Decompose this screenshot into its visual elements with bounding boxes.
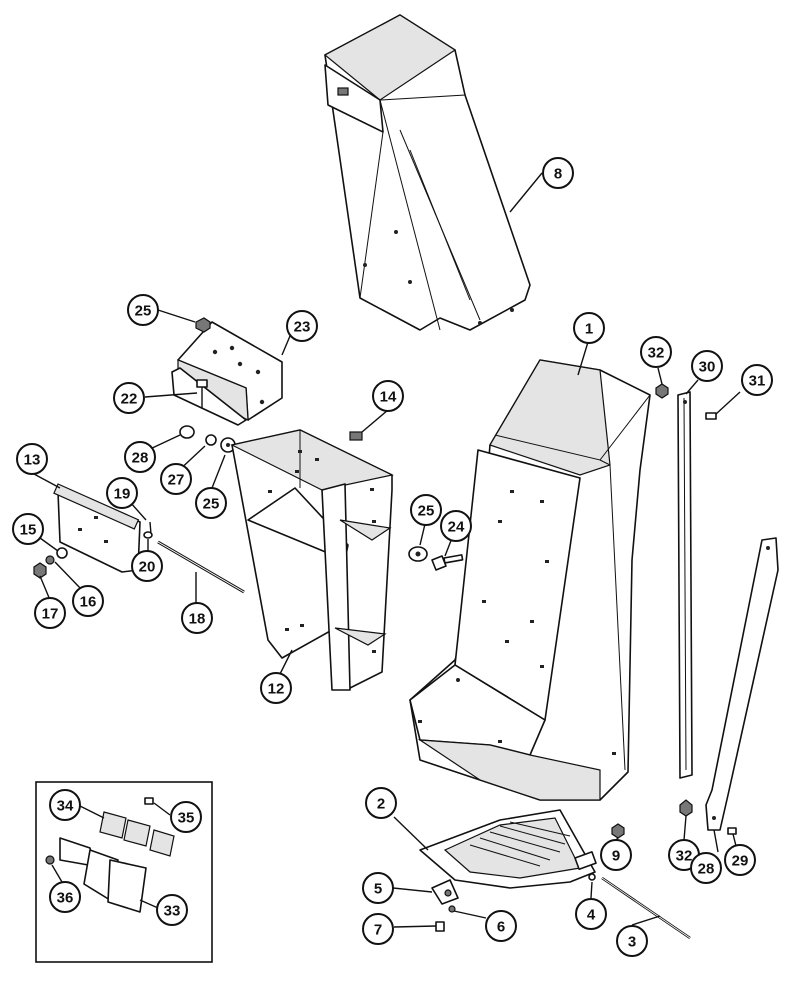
part-8-upper-chute bbox=[323, 14, 531, 331]
callout-label: 25 bbox=[203, 496, 220, 513]
callout-label: 32 bbox=[676, 848, 693, 865]
callout-35: 35 bbox=[170, 801, 202, 833]
callout-label: 3 bbox=[628, 934, 636, 951]
callout-label: 25 bbox=[135, 303, 152, 320]
callout-25-upper: 25 bbox=[195, 487, 227, 519]
part-28-brace bbox=[705, 537, 779, 831]
latch-hardware bbox=[431, 873, 691, 940]
callout-15: 15 bbox=[12, 513, 44, 545]
callout-label: 19 bbox=[114, 486, 131, 503]
callout-label: 13 bbox=[24, 452, 41, 469]
callout-17: 17 bbox=[34, 597, 66, 629]
callout-label: 32 bbox=[648, 345, 665, 362]
leader-lines bbox=[33, 172, 741, 928]
callout-label: 17 bbox=[42, 606, 59, 623]
callout-9: 9 bbox=[600, 839, 632, 871]
callout-label: 5 bbox=[374, 881, 382, 898]
callout-label: 8 bbox=[554, 166, 562, 183]
rods-and-washers-left bbox=[33, 521, 245, 594]
callout-label: 31 bbox=[749, 373, 766, 390]
callout-label: 27 bbox=[168, 472, 185, 489]
callout-28: 28 bbox=[690, 852, 722, 884]
callout-29: 29 bbox=[724, 844, 756, 876]
callout-24: 24 bbox=[440, 510, 472, 542]
callout-label: 24 bbox=[448, 519, 465, 536]
callout-22: 22 bbox=[113, 382, 145, 414]
part-30-strap bbox=[677, 391, 693, 779]
callout-label: 7 bbox=[374, 922, 382, 939]
callout-20: 20 bbox=[131, 550, 163, 582]
callout-4: 4 bbox=[575, 898, 607, 930]
callout-label: 33 bbox=[164, 903, 181, 920]
callout-13: 13 bbox=[16, 443, 48, 475]
hardware-center-right bbox=[408, 546, 464, 571]
callout-label: 28 bbox=[132, 450, 149, 467]
callout-18: 18 bbox=[181, 602, 213, 634]
callout-8: 8 bbox=[542, 157, 574, 189]
callout-33: 33 bbox=[156, 894, 188, 926]
callout-26: 27 bbox=[160, 463, 192, 495]
callout-label: 28 bbox=[698, 861, 715, 878]
callout-6: 6 bbox=[485, 910, 517, 942]
part-21-bracket bbox=[171, 321, 283, 426]
callout-36: 36 bbox=[49, 881, 81, 913]
callout-32-upper: 32 bbox=[640, 336, 672, 368]
callout-21: 23 bbox=[286, 310, 318, 342]
callout-23: 25 bbox=[127, 294, 159, 326]
callout-label: 2 bbox=[377, 796, 385, 813]
callout-19: 19 bbox=[106, 477, 138, 509]
callout-label: 22 bbox=[121, 391, 138, 408]
hardware-upper-left bbox=[179, 317, 363, 453]
callout-label: 36 bbox=[57, 890, 74, 907]
callout-1: 1 bbox=[573, 312, 605, 344]
callout-label: 4 bbox=[587, 907, 596, 924]
callout-12: 12 bbox=[260, 672, 292, 704]
callout-27: 28 bbox=[124, 441, 156, 473]
callout-30: 30 bbox=[691, 350, 723, 382]
callout-5: 5 bbox=[362, 872, 394, 904]
callout-label: 6 bbox=[497, 919, 505, 936]
callout-label: 30 bbox=[699, 359, 716, 376]
callout-label: 12 bbox=[268, 681, 285, 698]
callout-label: 29 bbox=[732, 853, 749, 870]
callout-label: 14 bbox=[380, 389, 397, 406]
callout-3: 3 bbox=[616, 925, 648, 957]
callout-label: 25 bbox=[418, 503, 435, 520]
part-12-hopper bbox=[230, 429, 394, 691]
callout-label: 34 bbox=[57, 798, 74, 815]
inset-detail bbox=[35, 781, 213, 963]
callout-25-right: 25 bbox=[410, 494, 442, 526]
callout-label: 23 bbox=[294, 319, 311, 336]
callout-label: 20 bbox=[139, 559, 156, 576]
callout-label: 16 bbox=[80, 594, 97, 611]
hardware-right bbox=[611, 383, 737, 839]
callout-31: 31 bbox=[741, 364, 773, 396]
callout-label: 35 bbox=[178, 810, 195, 827]
callout-7: 7 bbox=[362, 913, 394, 945]
part-1-main-chute bbox=[409, 359, 651, 801]
callout-label: 15 bbox=[20, 522, 37, 539]
callout-label: 1 bbox=[585, 321, 593, 338]
callout-34: 34 bbox=[49, 789, 81, 821]
callout-14: 14 bbox=[372, 380, 404, 412]
callout-label: 9 bbox=[612, 848, 620, 865]
callout-2: 2 bbox=[365, 787, 397, 819]
part-2-grate bbox=[419, 809, 597, 889]
callout-label: 18 bbox=[189, 611, 206, 628]
callout-16: 16 bbox=[72, 585, 104, 617]
